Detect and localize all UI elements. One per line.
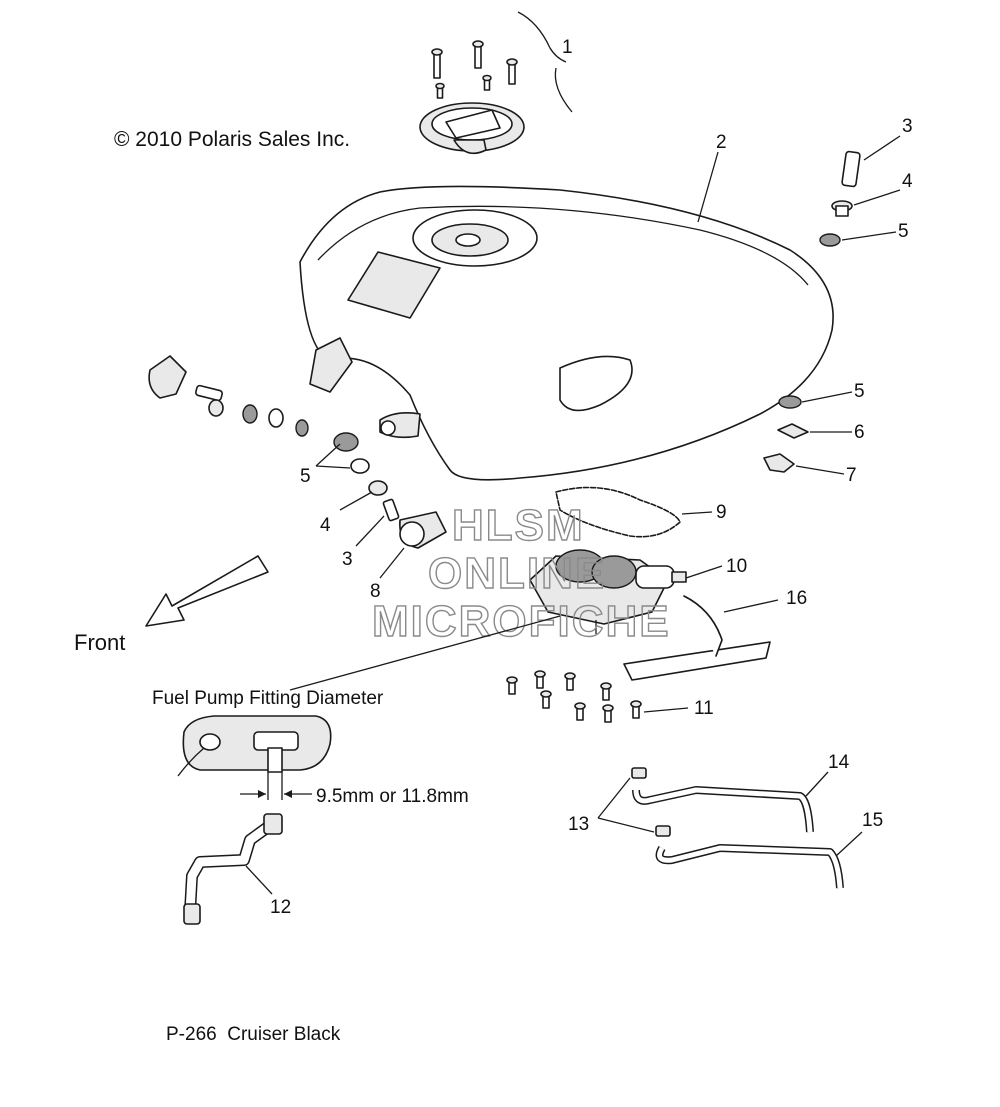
pump-gasket — [555, 486, 681, 538]
callout-10: 10 — [726, 556, 747, 577]
front-mount-hardware — [148, 355, 309, 437]
callout-1: 1 — [562, 37, 573, 58]
callout-4-top: 4 — [902, 171, 913, 192]
front-direction-arrow — [145, 555, 269, 627]
watermark: HLSM ONLINE MICROFICHE — [371, 500, 671, 646]
grommet-right — [819, 233, 841, 247]
watermark-line-1: HLSM — [452, 501, 585, 550]
fuel-hose — [183, 813, 283, 925]
mount-bolt-right — [841, 150, 861, 188]
page-code: P-266 Cruiser Black — [166, 1024, 341, 1045]
vent-line-upper — [631, 767, 814, 833]
callout-5-top: 5 — [898, 221, 909, 242]
fuel-pump-assembly — [529, 549, 687, 634]
callout-14: 14 — [828, 752, 850, 773]
callout-5-rear: 5 — [854, 381, 865, 402]
copyright-text: © 2010 Polaris Sales Inc. — [114, 128, 350, 151]
callout-8: 8 — [370, 581, 381, 602]
callout-6: 6 — [854, 422, 865, 443]
washer-right — [831, 200, 853, 217]
watermark-line-3: MICROFICHE — [372, 597, 671, 646]
callout-11: 11 — [694, 698, 714, 719]
rear-clip — [763, 453, 795, 473]
cap-screws — [431, 40, 518, 99]
callout-15: 15 — [862, 810, 883, 831]
callout-7: 7 — [846, 465, 857, 486]
fitting-dimension-marker — [240, 772, 312, 800]
callout-13: 13 — [568, 814, 589, 835]
callout-2: 2 — [716, 132, 727, 153]
pump-screws — [506, 670, 642, 723]
fitting-detail — [177, 715, 332, 777]
callout-9: 9 — [716, 502, 727, 523]
rear-spacer — [777, 423, 809, 439]
callout-16: 16 — [786, 588, 807, 609]
callout-4-front: 4 — [320, 515, 331, 536]
front-label: Front — [74, 630, 125, 655]
callout-12: 12 — [270, 897, 291, 918]
callout-3-top: 3 — [902, 116, 913, 137]
pump-retainer-plate — [623, 595, 771, 681]
fuel-tank — [299, 185, 834, 481]
rear-grommet — [778, 395, 802, 409]
lower-mount-hardware — [333, 432, 447, 549]
fuel-cap-assembly — [419, 40, 525, 155]
vent-line-lower — [655, 825, 844, 889]
callout-5-front: 5 — [300, 466, 311, 487]
callout-3-front: 3 — [342, 549, 353, 570]
fitting-title: Fuel Pump Fitting Diameter — [152, 688, 384, 709]
fitting-dimension-text: 9.5mm or 11.8mm — [316, 786, 469, 807]
watermark-line-2: ONLINE — [428, 549, 606, 598]
